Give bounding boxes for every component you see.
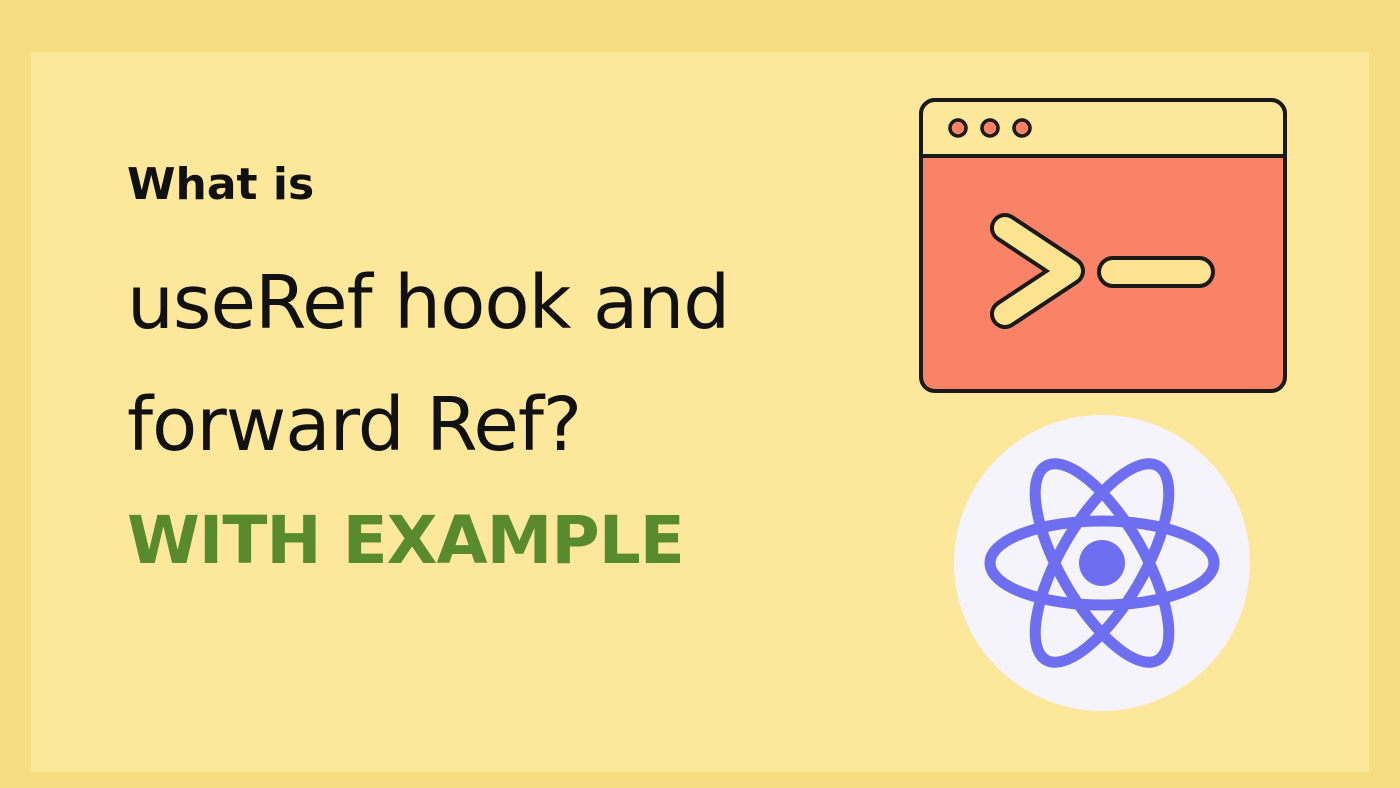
title-line-2: forward Ref?	[127, 382, 582, 468]
chevron-right-icon	[990, 213, 1085, 329]
react-orbit-2	[1029, 458, 1175, 668]
react-orbit-1	[984, 515, 1220, 611]
react-orbit-3	[1029, 458, 1175, 668]
react-atom-icon	[954, 415, 1250, 711]
title-accent: WITH EXAMPLE	[127, 502, 685, 579]
title-line-1: useRef hook and	[127, 260, 730, 346]
window-dot-3	[1012, 118, 1032, 138]
terminal-window-icon	[919, 98, 1287, 393]
window-dot-1	[948, 118, 968, 138]
window-dot-2	[980, 118, 1000, 138]
react-nucleus	[1079, 540, 1125, 586]
title-intro: What is	[127, 159, 315, 210]
terminal-window-titlebar	[919, 98, 1287, 158]
underscore-cursor-icon	[1097, 256, 1215, 288]
